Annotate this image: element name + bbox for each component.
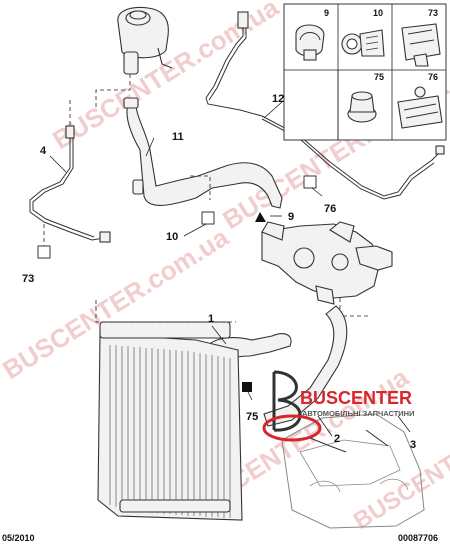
inset-label-10: 10 — [373, 8, 383, 18]
leader-lines — [49, 101, 411, 437]
callout-11: 11 — [172, 131, 184, 143]
reference-boxes — [37, 175, 317, 392]
water-outlet-housing — [261, 221, 393, 317]
callout-1: 1 — [208, 313, 214, 325]
buscenter-logo: BUSCENTER АВТОМОБІЛЬНІ ЗАПЧАСТИНИ — [262, 370, 414, 442]
callout-75: 75 — [246, 411, 258, 423]
inset-label-76: 76 — [428, 72, 438, 82]
clip-73-icon — [401, 23, 441, 67]
callout-12: 12 — [272, 93, 284, 105]
radiator — [95, 300, 243, 521]
ref-box-73 — [37, 245, 51, 259]
pipe-4 — [29, 100, 111, 246]
footer: 05/2010 00087706 — [2, 533, 438, 543]
logo-name: BUSCENTER — [300, 388, 412, 408]
clip-detail-grid: 9 10 73 75 76 — [283, 3, 447, 141]
callout-9: 9 — [288, 211, 294, 223]
logo-swoosh — [262, 414, 322, 442]
footer-date-code: 05/2010 — [2, 533, 35, 543]
ref-box-10 — [201, 211, 215, 225]
inset-label-73: 73 — [428, 8, 438, 18]
inset-label-9: 9 — [324, 8, 329, 18]
callout-4: 4 — [40, 145, 47, 157]
inset-label-75: 75 — [374, 72, 384, 82]
callout-10: 10 — [166, 231, 178, 243]
clip-75-icon — [347, 91, 377, 123]
footer-drawing-number: 00087706 — [398, 533, 438, 543]
logo-tagline: АВТОМОБІЛЬНІ ЗАПЧАСТИНИ — [302, 409, 414, 418]
ref-box-76 — [303, 175, 317, 189]
callout-2: 2 — [334, 433, 340, 445]
clip-10-icon — [341, 29, 385, 57]
pipe-mount-bracket — [205, 11, 263, 117]
callout-labels: 1 2 3 4 9 10 11 12 73 75 76 — [22, 93, 416, 451]
expansion-tank — [95, 6, 173, 110]
vent-pipe-12 — [261, 115, 445, 200]
callout-73: 73 — [22, 273, 34, 285]
callout-76: 76 — [324, 203, 336, 215]
ref-box-75 — [242, 382, 252, 392]
clip-9-icon — [295, 24, 325, 61]
arrow-9-marker — [255, 212, 266, 222]
callout-3: 3 — [410, 439, 416, 451]
hose-11 — [123, 97, 283, 209]
clip-76-icon — [397, 86, 443, 129]
vehicle-inset — [281, 413, 425, 529]
